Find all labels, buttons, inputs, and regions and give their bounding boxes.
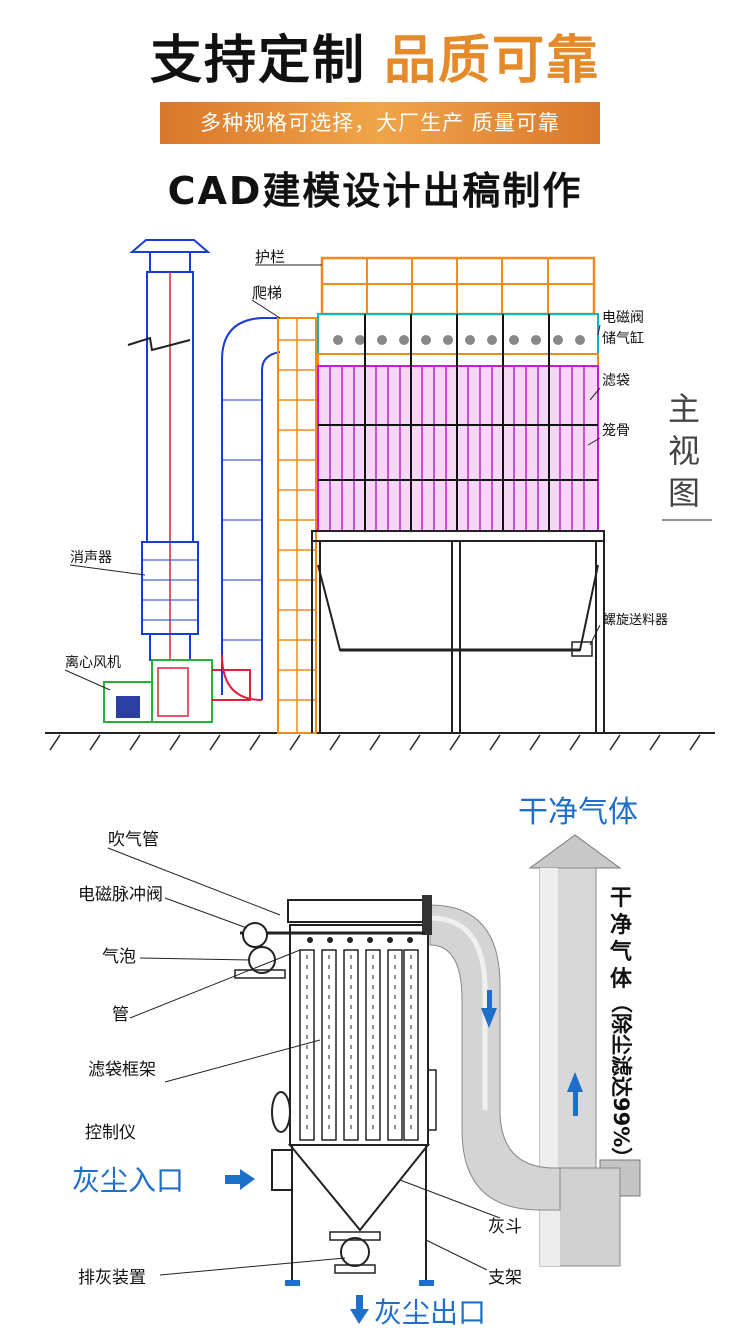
- schematic-drawing: 吹气管 电磁脉冲阀 气泡 管 滤袋框架 控制仪 灰尘入口 灰斗 排灰装置 支架 …: [72, 795, 641, 1329]
- label-discharge: 排灰装置: [78, 1268, 146, 1288]
- clean-gas-title: 干净气体: [518, 795, 638, 830]
- clean-gas-v3: 气: [609, 939, 632, 965]
- label-controller: 控制仪: [85, 1123, 136, 1143]
- page-title: 支持定制品质可靠: [0, 18, 750, 91]
- view-title-1: 主: [668, 390, 700, 428]
- label-screw-conveyor: 螺旋送料器: [603, 613, 668, 628]
- dust-inlet-label: 灰尘入口: [72, 1164, 184, 1197]
- efficiency-note: （除尘滤达99%）: [609, 992, 633, 1168]
- label-solenoid-valve: 电磁阀: [602, 310, 644, 326]
- label-silencer: 消声器: [70, 550, 112, 566]
- cad-heading: CAD建模设计出稿制作: [167, 169, 583, 213]
- view-title-3: 图: [668, 474, 700, 512]
- view-title-2: 视: [668, 432, 700, 470]
- dust-outlet-label: 灰尘出口: [374, 1296, 486, 1329]
- label-fan: 离心风机: [65, 654, 121, 671]
- label-guardrail: 护栏: [255, 248, 285, 266]
- label-pipe: 管: [112, 1005, 129, 1025]
- label-blow-pipe: 吹气管: [108, 830, 159, 850]
- label-air-bubble: 气泡: [102, 947, 136, 967]
- clean-gas-v2: 净: [610, 912, 632, 938]
- label-cage: 笼骨: [602, 422, 630, 439]
- clean-gas-v4: 体: [610, 967, 633, 992]
- title-black: 支持定制: [149, 31, 366, 91]
- label-filter-bag: 滤袋: [602, 373, 630, 389]
- label-ladder: 爬梯: [252, 284, 282, 302]
- label-bag-frame: 滤袋框架: [88, 1060, 156, 1080]
- label-pulse-valve: 电磁脉冲阀: [78, 885, 163, 905]
- title-orange: 品质可靠: [384, 31, 601, 91]
- subtitle-banner: 多种规格可选择，大厂生产 质量可靠: [160, 102, 600, 144]
- label-hopper: 灰斗: [488, 1217, 522, 1237]
- label-air-tank: 储气缸: [602, 330, 644, 347]
- front-view-drawing: 护栏 爬梯 电磁阀 储气缸 滤袋 笼骨 消声器 离心风机 螺旋送料器 主 视 图: [45, 239, 715, 751]
- label-support: 支架: [488, 1268, 522, 1288]
- clean-gas-v1: 干: [610, 886, 632, 911]
